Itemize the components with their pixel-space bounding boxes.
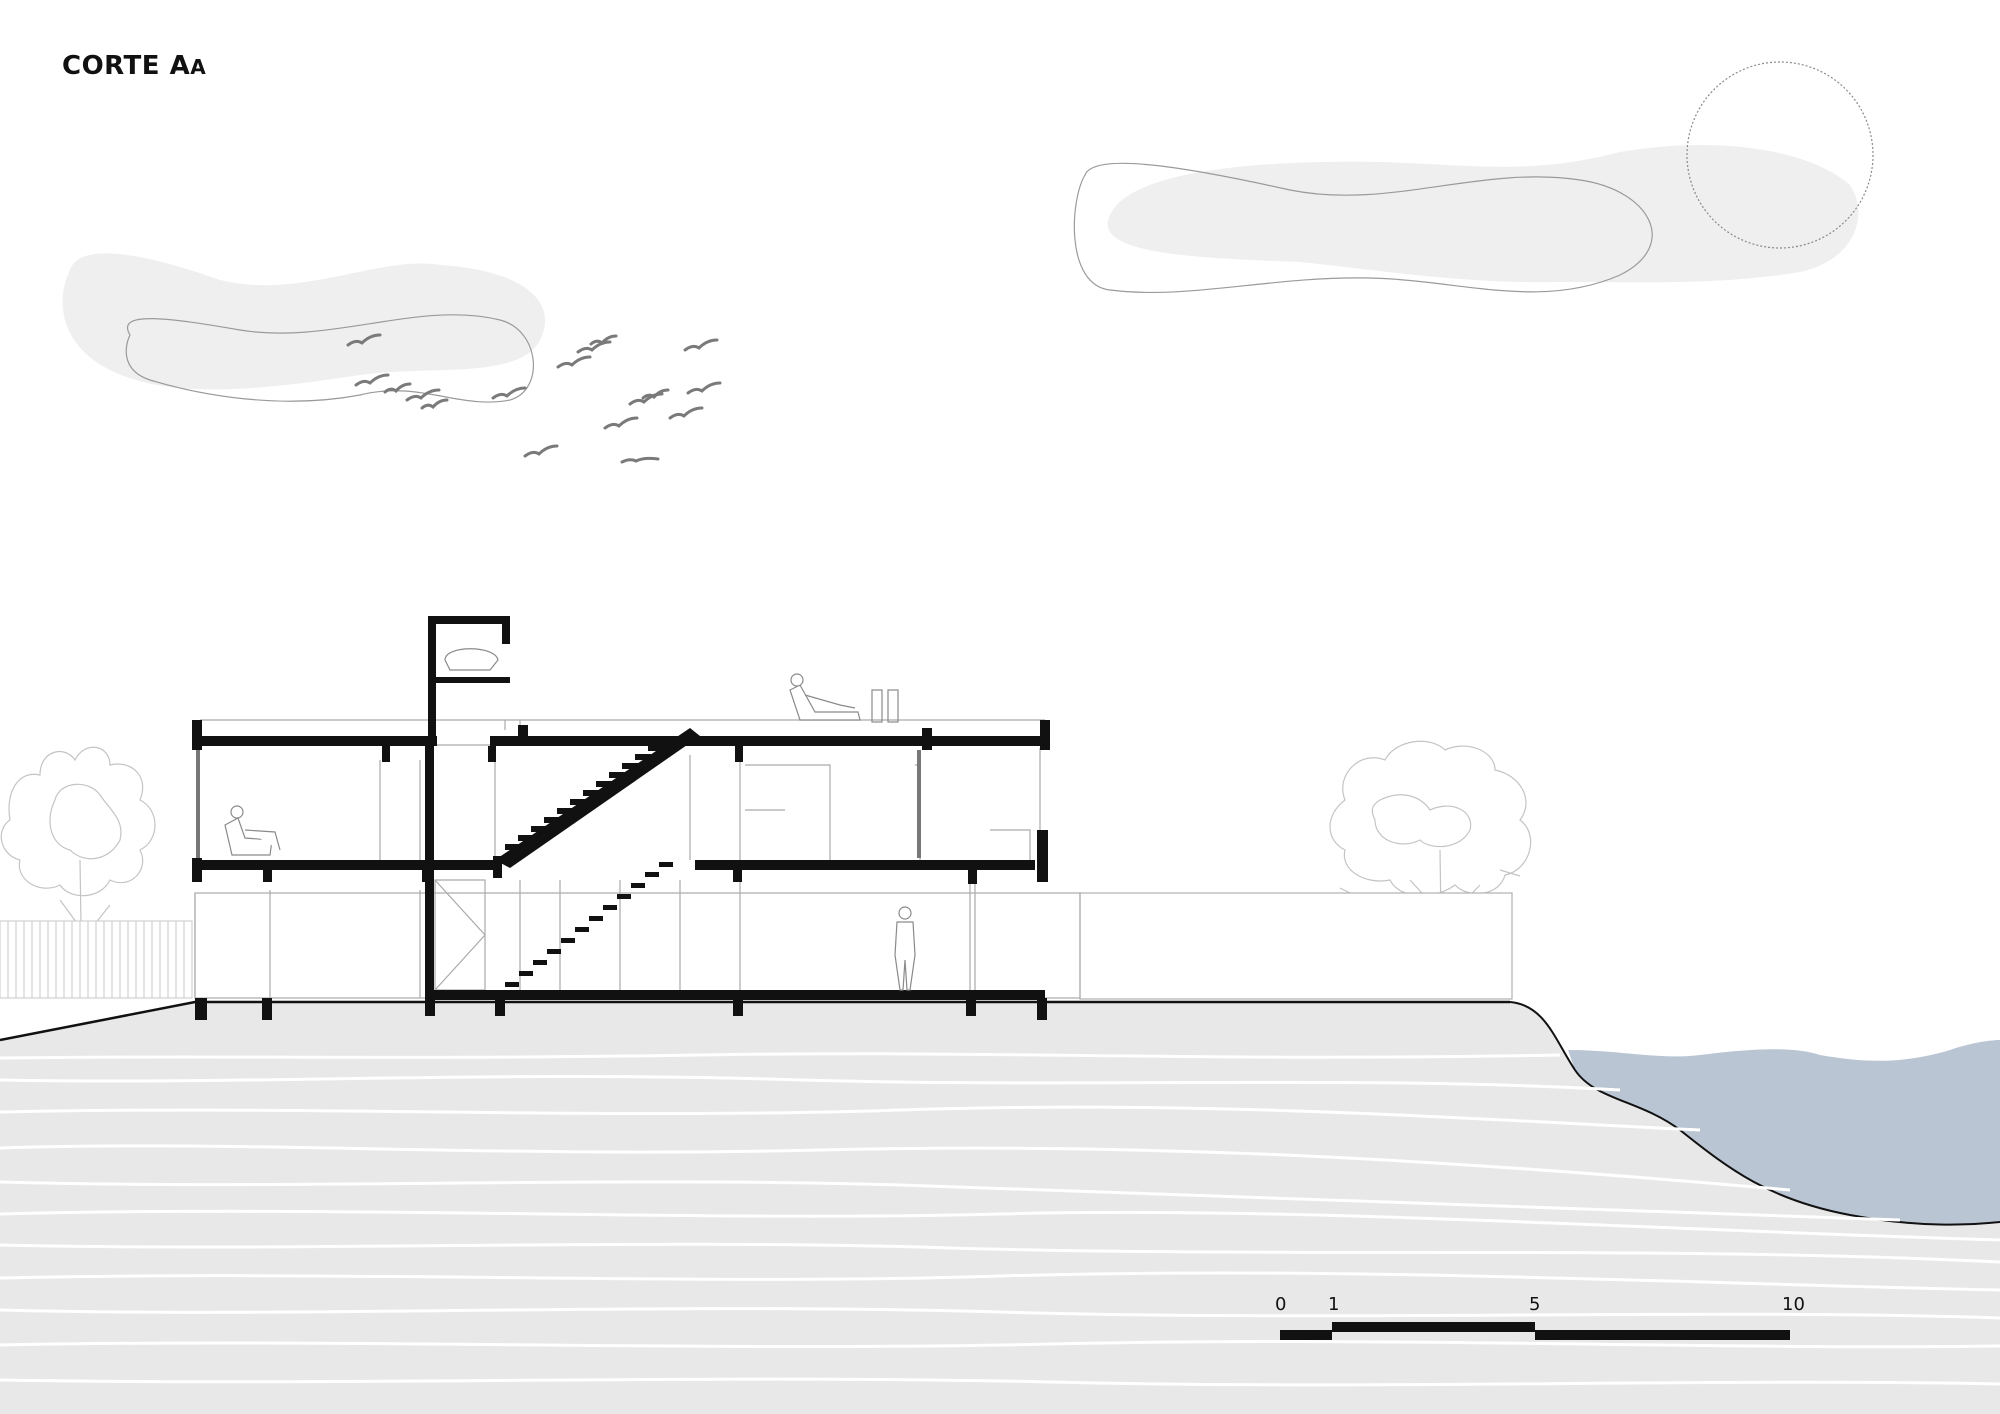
cloud-outline xyxy=(1073,162,1653,294)
bird-icon xyxy=(346,333,382,347)
bird-icon xyxy=(523,444,559,458)
bird-icon xyxy=(354,373,390,387)
ground xyxy=(0,1000,2000,1414)
stair-lower xyxy=(505,862,673,987)
fence xyxy=(0,920,193,999)
background-vegetation xyxy=(0,740,1532,1000)
rooftop-details xyxy=(444,648,899,723)
scale-label-0: 0 xyxy=(1275,1294,1286,1315)
bird-icon xyxy=(420,398,449,410)
columns xyxy=(196,750,921,858)
bird-icon xyxy=(603,416,639,430)
cloud-icon xyxy=(1107,144,1859,283)
bird-icon xyxy=(576,340,612,354)
drawing-title: CORTE AA xyxy=(62,51,206,81)
building-section xyxy=(192,616,1081,1020)
bird-icon xyxy=(383,382,412,394)
shoreline xyxy=(1509,1001,2000,1226)
person-icon xyxy=(894,906,916,991)
bird-icon xyxy=(620,456,660,464)
scale-label-1: 1 xyxy=(1328,1294,1339,1315)
sun-icon xyxy=(1686,61,1874,249)
bird-icon xyxy=(589,334,618,346)
cloud-icon xyxy=(62,253,546,390)
bird-icon xyxy=(686,381,722,395)
interior-elevation-lines xyxy=(194,719,1081,999)
bird-icon xyxy=(683,338,719,352)
water xyxy=(1568,1040,2000,1225)
bird-icon xyxy=(556,355,592,369)
garden-wall xyxy=(1079,892,1513,1000)
sky xyxy=(62,61,1874,464)
cloud-outline xyxy=(125,314,534,403)
soil-strata xyxy=(0,1052,2000,1387)
lounge-chair-icon xyxy=(789,673,861,721)
bird-icon xyxy=(405,388,441,402)
bird-flock xyxy=(346,333,722,464)
scale-bar: 0 1 5 10 xyxy=(1275,1294,1805,1340)
bird-icon xyxy=(641,388,670,400)
bird-icon xyxy=(491,386,527,400)
lounge-chair-icon xyxy=(224,805,281,856)
scale-label-10: 10 xyxy=(1782,1294,1805,1315)
scale-label-5: 5 xyxy=(1529,1294,1540,1315)
bird-icon xyxy=(668,406,704,420)
stair-upper xyxy=(505,745,664,850)
cut-structure xyxy=(192,616,1050,1020)
